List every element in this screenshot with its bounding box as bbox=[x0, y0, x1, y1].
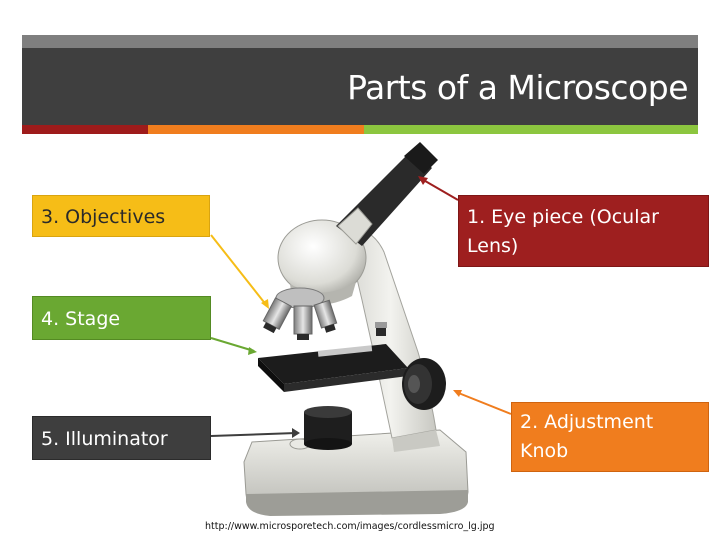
pointer-eyepiece bbox=[420, 178, 458, 200]
eyepiece-tube bbox=[336, 142, 438, 246]
label-illuminator: 5. Illuminator bbox=[32, 416, 211, 460]
image-credit: http://www.microsporetech.com/images/cor… bbox=[205, 521, 495, 532]
pointer-objectives bbox=[211, 235, 267, 306]
label-objectives: 3. Objectives bbox=[32, 195, 210, 237]
pointer-knob bbox=[456, 392, 511, 414]
adjustment-knob bbox=[402, 358, 446, 410]
label-stage: 4. Stage bbox=[32, 296, 211, 340]
pointer-illuminator bbox=[211, 433, 296, 436]
illuminator-lamp bbox=[304, 406, 352, 450]
pointer-stage bbox=[211, 338, 254, 351]
label-eyepiece: 1. Eye piece (Ocular Lens) bbox=[458, 195, 709, 267]
label-adjustment-knob: 2. Adjustment Knob bbox=[511, 402, 709, 472]
